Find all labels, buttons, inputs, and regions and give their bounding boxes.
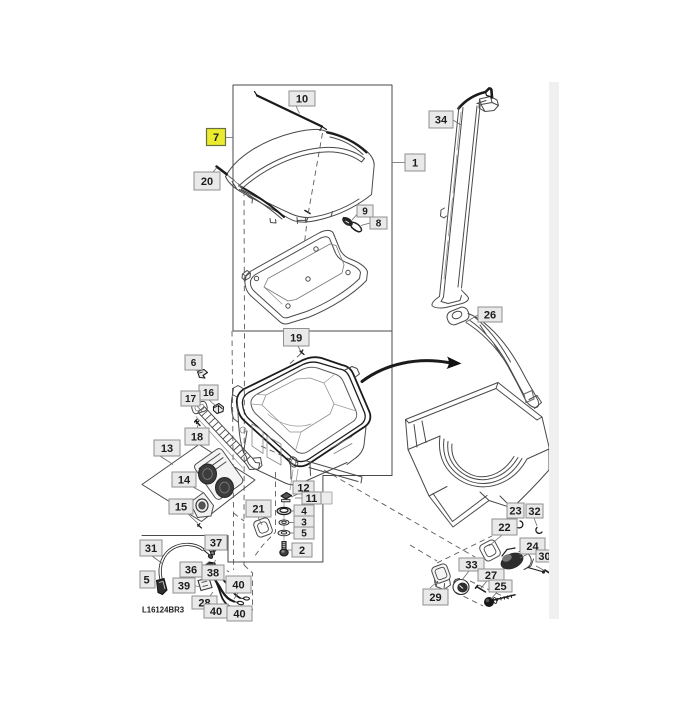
svg-text:L16124BR3: L16124BR3 [142, 606, 185, 615]
svg-text:33: 33 [465, 560, 477, 572]
svg-text:20: 20 [201, 176, 213, 188]
svg-text:25: 25 [494, 581, 506, 593]
svg-text:40: 40 [232, 580, 244, 592]
svg-text:36: 36 [185, 565, 197, 577]
svg-text:16: 16 [203, 388, 215, 399]
svg-text:8: 8 [376, 219, 382, 230]
svg-text:13: 13 [161, 443, 173, 455]
svg-text:3: 3 [301, 518, 307, 529]
svg-text:2: 2 [299, 545, 305, 557]
svg-text:32: 32 [528, 506, 540, 518]
svg-text:31: 31 [145, 543, 157, 555]
svg-text:26: 26 [484, 310, 496, 322]
svg-text:19: 19 [290, 333, 302, 345]
svg-text:34: 34 [435, 115, 448, 127]
svg-text:4: 4 [301, 507, 307, 518]
svg-text:5: 5 [301, 529, 307, 540]
svg-text:15: 15 [175, 502, 187, 514]
svg-text:21: 21 [252, 504, 264, 516]
svg-text:6: 6 [191, 358, 197, 369]
svg-text:40: 40 [233, 609, 245, 621]
svg-text:38: 38 [207, 568, 219, 580]
svg-text:23: 23 [509, 506, 521, 518]
svg-text:1: 1 [412, 158, 418, 170]
svg-text:7: 7 [213, 132, 219, 144]
svg-text:14: 14 [178, 475, 191, 487]
svg-text:22: 22 [498, 522, 510, 534]
svg-text:30: 30 [538, 551, 550, 563]
svg-text:9: 9 [362, 207, 368, 218]
svg-text:29: 29 [429, 592, 441, 604]
svg-text:27: 27 [485, 570, 497, 582]
svg-text:40: 40 [210, 606, 222, 618]
svg-text:17: 17 [185, 394, 197, 405]
svg-text:39: 39 [178, 581, 190, 593]
svg-text:18: 18 [191, 432, 203, 444]
svg-text:5: 5 [143, 575, 149, 587]
svg-text:10: 10 [296, 94, 308, 106]
svg-text:37: 37 [210, 538, 222, 550]
svg-text:11: 11 [306, 493, 318, 505]
